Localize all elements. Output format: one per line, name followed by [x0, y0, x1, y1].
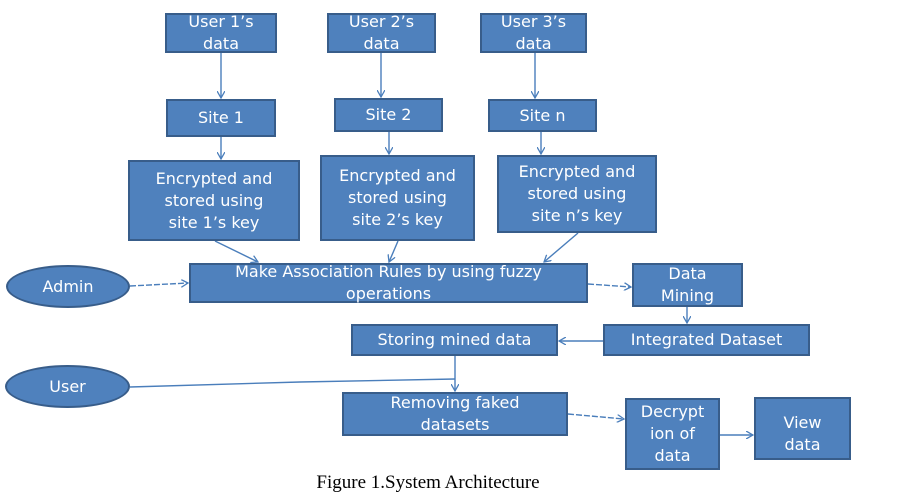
arrow-enc2-to-assoc	[389, 240, 399, 262]
node-view-data: View data	[754, 397, 851, 460]
node-storing-mined-data: Storing mined data	[351, 324, 558, 356]
node-encrypted-site2: Encrypted and stored using site 2’s key	[320, 155, 475, 241]
node-encrypted-site1: Encrypted and stored using site 1’s key	[128, 160, 300, 241]
node-removing-faked-datasets: Removing faked datasets	[342, 392, 568, 436]
node-site-n: Site n	[488, 99, 597, 132]
node-association-rules: Make Association Rules by using fuzzy op…	[189, 262, 588, 303]
node-user1-data: User 1’s data	[165, 12, 277, 53]
node-admin: Admin	[6, 265, 130, 308]
arrow-removing-to-decrypt	[567, 413, 624, 419]
node-integrated-dataset: Integrated Dataset	[603, 324, 810, 356]
arrow-admin-to-assoc	[129, 283, 188, 286]
arrow-enc1-to-assoc	[214, 240, 258, 262]
node-encrypted-siten: Encrypted and stored using site n’s key	[497, 155, 657, 233]
node-user2-data: User 2’s data	[327, 12, 436, 53]
arrow-assoc-to-mining	[587, 284, 631, 287]
node-user: User	[5, 365, 130, 408]
figure-caption: Figure 1.System Architecture	[316, 472, 540, 493]
arrow-encn-to-assoc	[544, 232, 579, 262]
node-decryption-of-data: Decrypt ion of data	[625, 398, 720, 470]
node-data-mining: Data Mining	[632, 263, 743, 307]
arrow-user-to-removing	[129, 378, 456, 388]
node-site-2: Site 2	[334, 98, 443, 132]
node-site-1: Site 1	[166, 99, 276, 137]
node-user3-data: User 3’s data	[480, 12, 587, 53]
